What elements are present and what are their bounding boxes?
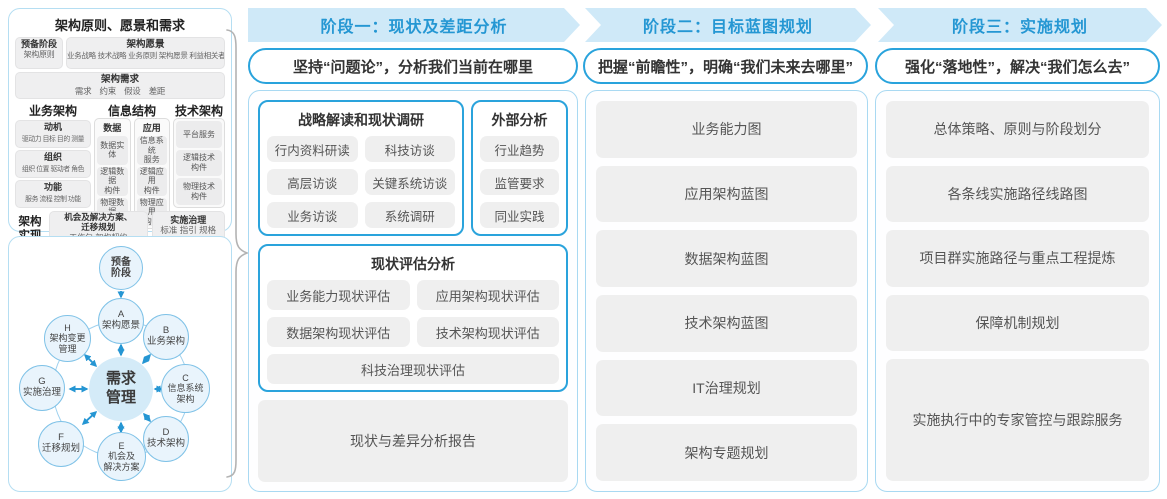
wheel-node-b-business-architecture: B 业务架构	[143, 314, 189, 360]
wheel-node-d-technology-architecture: D 技术架构	[143, 416, 189, 462]
opportunity-title: 机会及解决方案、 迁移规划	[64, 212, 133, 232]
deliverable-item: 实施执行中的专家管控与跟踪服务	[886, 359, 1149, 481]
phase2-header-band: 阶段二：目标蓝图规划	[585, 8, 871, 42]
deliverable-item: IT治理规划	[596, 359, 857, 417]
adm-wheel-panel: 预备 阶段 A 架构愿景 B 业务架构 C 信息系统 架构 D 技术架构 E 机…	[8, 236, 232, 492]
framework-row-top: 预备阶段 架构原则 架构愿景 业务战略 技术战略 业务原则 架构愿景 利益相关者	[15, 37, 225, 69]
function-sub: 服务 流程 控制 功能	[25, 195, 81, 203]
organization-sub: 组织 位置 驱动者 角色	[21, 165, 85, 173]
organization-title: 组织	[43, 152, 62, 162]
data-item: 逻辑数据 构件	[97, 166, 128, 196]
motivation-title: 动机	[43, 122, 62, 132]
info-struct-column: 信息结构 数据 数据实体 逻辑数据 构件 物理数据 构件 应用 信息系统 服务 …	[94, 102, 170, 230]
wheel-node-a-architecture-vision: A 架构愿景	[98, 298, 144, 344]
tech-item: 物理技术 构件	[176, 178, 222, 206]
prep-stage-box: 预备阶段 架构原则	[15, 37, 63, 69]
assessment-item: 应用架构现状评估	[416, 280, 559, 310]
assessment-item: 数据架构现状评估	[267, 317, 410, 347]
activity-item: 高层访谈	[267, 169, 358, 195]
phase1-header-band: 阶段一：现状及差距分析	[248, 8, 580, 42]
phase2-slogan: 把握“前瞻性”，明确“我们未来去哪里”	[583, 48, 868, 84]
curly-brace-icon	[226, 29, 250, 478]
data-item: 数据实体	[97, 136, 128, 165]
framework-middle: 业务架构 动机 驱动力 目标 目的 测量 组织 组织 位置 驱动者 角色 功能 …	[15, 102, 225, 230]
wheel-node-f-migration-planning: F 迁移规划	[38, 421, 84, 467]
deliverable-item: 保障机制规划	[886, 294, 1149, 352]
assessment-item: 科技治理现状评估	[267, 354, 559, 384]
strategy-research-title: 战略解读和现状调研	[298, 112, 424, 128]
vision-sub: 业务战略 技术战略 业务原则 架构愿景 利益相关者	[67, 50, 225, 60]
activity-item: 系统调研	[364, 202, 455, 228]
function-title: 功能	[43, 182, 62, 192]
wheel-node-e-opportunities-solutions: E 机会及 解决方案	[97, 432, 146, 481]
function-box: 功能 服务 流程 控制 功能	[15, 180, 91, 208]
tech-arch-column: 技术架构 平台服务 逻辑技术 构件 物理技术 构件	[173, 102, 225, 208]
gap-analysis-report-box: 现状与差异分析报告	[258, 400, 568, 482]
app-item: 逻辑应用 构件	[136, 166, 167, 196]
assessment-group: 现状评估分析 业务能力现状评估 应用架构现状评估 数据架构现状评估 技术架构现状…	[258, 244, 568, 392]
deliverable-item: 架构专题规划	[596, 424, 857, 482]
motivation-box: 动机 驱动力 目标 目的 测量	[15, 120, 91, 148]
wheel-node-h-architecture-change-management: H 架构变更 管理	[44, 315, 91, 362]
wheel-center-requirements-management: 需求 管理	[89, 357, 153, 421]
deliverable-item: 应用架构蓝图	[596, 165, 857, 223]
phase1-slogan: 坚持“问题论”，分析我们当前在哪里	[248, 48, 578, 84]
activity-item: 行业趋势	[480, 136, 559, 162]
app-subcolumn: 应用 信息系统 服务 逻辑应用 构件 物理应用 构件	[133, 118, 170, 230]
business-arch-column: 业务架构 动机 驱动力 目标 目的 测量 组织 组织 位置 驱动者 角色 功能 …	[15, 102, 91, 208]
wheel-node-c-information-system-architecture: C 信息系统 架构	[161, 364, 210, 413]
phase3-panel: 总体策略、原则与阶段划分 各条线实施路径线路图 项目群实施路径与重点工程提炼 保…	[875, 90, 1160, 492]
data-subcolumn-title: 数据	[103, 123, 122, 133]
wheel-node-g-implementation-governance: G 实施治理	[19, 365, 65, 411]
vision-title: 架构愿景	[126, 39, 165, 50]
activity-item: 行内资料研读	[267, 136, 358, 162]
phase3-header-band: 阶段三：实施规划	[878, 8, 1162, 42]
requirements-title: 架构需求	[100, 74, 139, 85]
deliverable-item: 项目群实施路径与重点工程提炼	[886, 230, 1149, 287]
app-item: 信息系统 服务	[136, 136, 167, 165]
activity-item: 业务访谈	[267, 202, 358, 228]
framework-title: 架构原则、愿景和需求	[54, 18, 185, 33]
business-arch-title: 业务架构	[28, 104, 77, 118]
organization-box: 组织 组织 位置 驱动者 角色	[15, 150, 91, 178]
phase1-panel: 战略解读和现状调研 行内资料研读 科技访谈 高层访谈 关键系统访谈 业务访谈 系…	[248, 90, 578, 492]
vision-box: 架构愿景 业务战略 技术战略 业务原则 架构愿景 利益相关者	[66, 37, 225, 69]
external-analysis-group: 外部分析 行业趋势 监管要求 同业实践	[471, 100, 568, 236]
requirements-box: 架构需求 需求 约束 假设 差距	[15, 72, 225, 99]
deliverable-item: 业务能力图	[596, 101, 857, 158]
wheel-node-preparation: 预备 阶段	[99, 246, 143, 290]
tech-arch-title: 技术架构	[174, 104, 223, 118]
tech-item: 平台服务	[176, 121, 222, 148]
activity-item: 同业实践	[480, 202, 559, 228]
deliverable-item: 各条线实施路径线路图	[886, 165, 1149, 223]
deliverable-item: 技术架构蓝图	[596, 295, 857, 352]
tech-item: 逻辑技术 构件	[176, 149, 222, 177]
activity-item: 科技访谈	[364, 136, 455, 162]
impl-governance-sub: 标准 指引 规格	[160, 225, 217, 236]
phase3-slogan: 强化“落地性”，解决“我们怎么去”	[875, 48, 1160, 84]
assessment-item: 业务能力现状评估	[267, 280, 410, 310]
prep-stage-sub: 架构原则	[23, 50, 55, 60]
external-analysis-title: 外部分析	[491, 112, 548, 128]
strategy-research-group: 战略解读和现状调研 行内资料研读 科技访谈 高层访谈 关键系统访谈 业务访谈 系…	[258, 100, 464, 236]
info-struct-title: 信息结构	[107, 104, 156, 118]
activity-item: 监管要求	[480, 169, 559, 195]
requirements-sub: 需求 约束 假设 差距	[74, 85, 166, 96]
motivation-sub: 驱动力 目标 目的 测量	[21, 135, 85, 143]
framework-panel: 架构原则、愿景和需求 预备阶段 架构原则 架构愿景 业务战略 技术战略 业务原则…	[8, 8, 232, 248]
assessment-item: 技术架构现状评估	[416, 317, 559, 347]
activity-item: 关键系统访谈	[364, 169, 455, 195]
app-subcolumn-title: 应用	[142, 123, 161, 133]
deliverable-item: 总体策略、原则与阶段划分	[886, 101, 1149, 158]
deliverable-item: 数据架构蓝图	[596, 230, 857, 288]
phase2-panel: 业务能力图 应用架构蓝图 数据架构蓝图 技术架构蓝图 IT治理规划 架构专题规划	[585, 90, 868, 492]
prep-stage-title: 预备阶段	[20, 39, 57, 49]
impl-governance-title: 实施治理	[170, 215, 207, 225]
assessment-title: 现状评估分析	[371, 256, 455, 272]
